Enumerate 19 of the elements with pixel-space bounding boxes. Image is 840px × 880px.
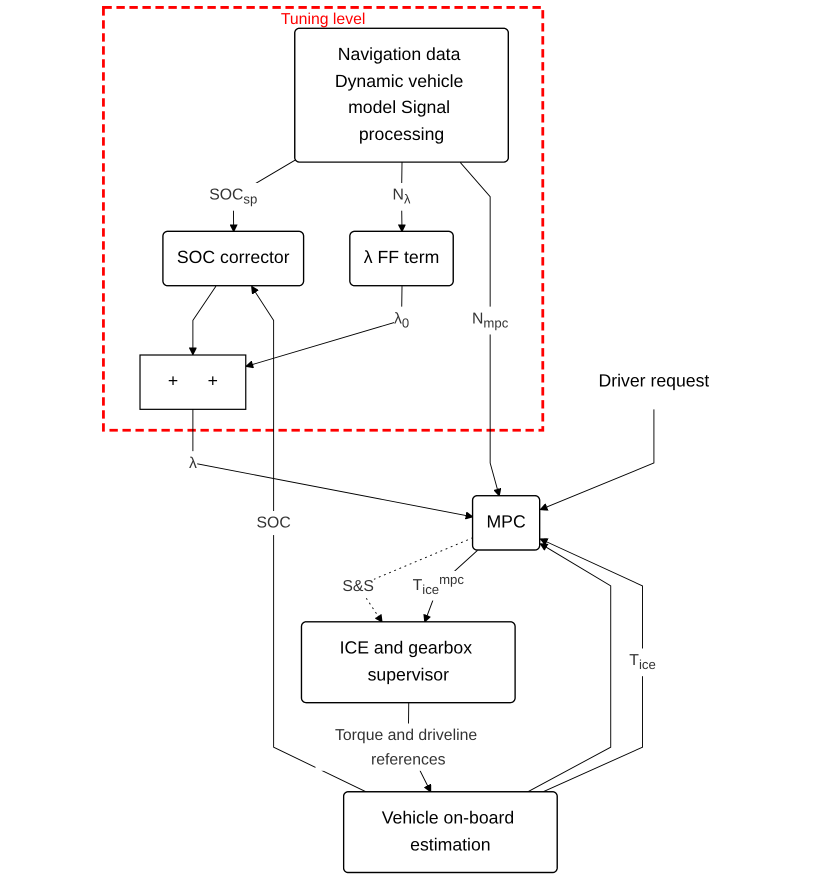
- edge-label: N$_{mpc}$: [472, 309, 508, 332]
- edge-label: λ: [188, 454, 197, 472]
- arrow: [250, 286, 367, 793]
- arrow: [539, 408, 654, 511]
- arrow: [192, 408, 474, 520]
- edge-label: N$_{λ}$: [392, 186, 410, 208]
- arrow: [188, 286, 216, 356]
- arrow: [526, 543, 611, 793]
- edge-label: Torque and driveline references: [334, 726, 477, 768]
- node-text: Driver request: [598, 372, 710, 392]
- arrow: [539, 538, 643, 793]
- edge-label: S&S: [342, 576, 374, 595]
- arrow: [460, 162, 501, 497]
- edge-label: SOC$_{sp}$: [208, 186, 257, 208]
- edge-label: T$_{ice}$: [628, 651, 656, 673]
- edge-label: SOC: [256, 514, 290, 532]
- node-box: + +: [139, 354, 246, 410]
- arrow: [245, 286, 402, 368]
- edge-label: λ$_{0}$: [394, 309, 409, 332]
